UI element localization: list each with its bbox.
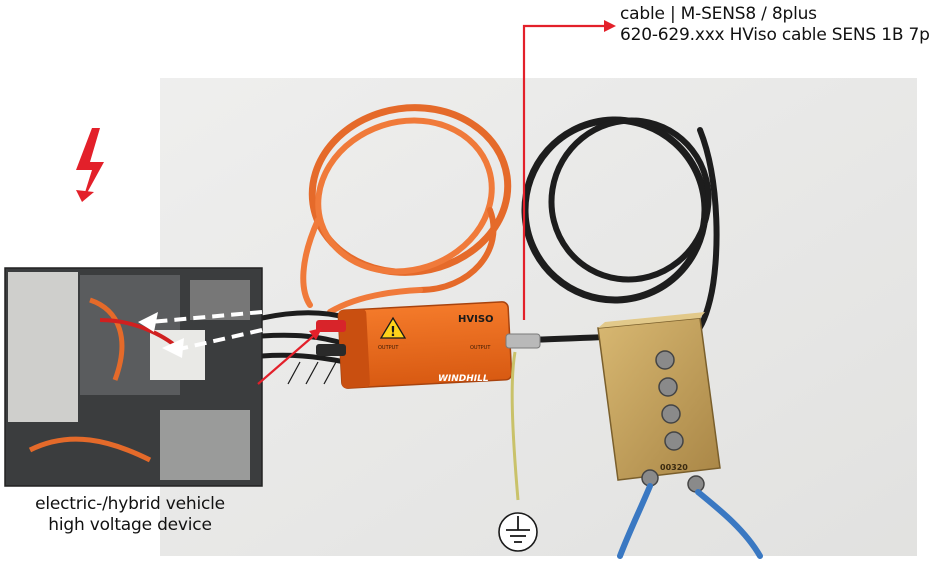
red-input-connector	[316, 320, 346, 332]
svg-text:!: !	[390, 325, 396, 340]
device-output-label: OUTPUT	[378, 345, 399, 351]
output-connector	[505, 333, 541, 349]
connector-ticks	[287, 361, 337, 385]
vehicle-caption-line-1: electric-/hybrid vehicle	[35, 494, 225, 514]
device-name: HVISO	[458, 314, 494, 325]
device-output-label-right: OUTPUT	[470, 345, 491, 351]
cable-label-line-2: 620-629.xxx HViso cable SENS 1B 7p	[620, 25, 930, 45]
device-brand: WINDHILL	[438, 374, 489, 384]
diagram-illustration: ! HVISO WINDHILL OUTPUT OUTPUT 00320	[4, 20, 917, 559]
vehicle-hv-photo	[4, 267, 263, 487]
hviso-device: ! HVISO WINDHILL OUTPUT OUTPUT	[316, 301, 541, 389]
cable-callout-label: cable | M-SENS8 / 8plus 620-629.xxx HVis…	[620, 4, 930, 46]
vehicle-caption: electric-/hybrid vehicle high voltage de…	[20, 494, 240, 536]
lightning-bolt-icon	[76, 128, 104, 202]
warning-triangle-icon: !	[379, 316, 407, 340]
red-pointer-arrows	[257, 20, 616, 385]
orange-hv-cable	[300, 104, 512, 315]
sensor-box-label: 00320	[660, 463, 688, 472]
diagram-canvas: ! HVISO WINDHILL OUTPUT OUTPUT 00320	[4, 4, 930, 559]
ground-wire	[510, 351, 520, 501]
black-input-connector	[316, 344, 346, 356]
vehicle-caption-line-2: high voltage device	[48, 515, 212, 535]
cable-label-line-1: cable | M-SENS8 / 8plus	[620, 4, 817, 24]
ground-symbol-icon	[498, 512, 538, 552]
sensor-connector-box: 00320	[597, 312, 721, 493]
blue-cables	[617, 483, 763, 559]
